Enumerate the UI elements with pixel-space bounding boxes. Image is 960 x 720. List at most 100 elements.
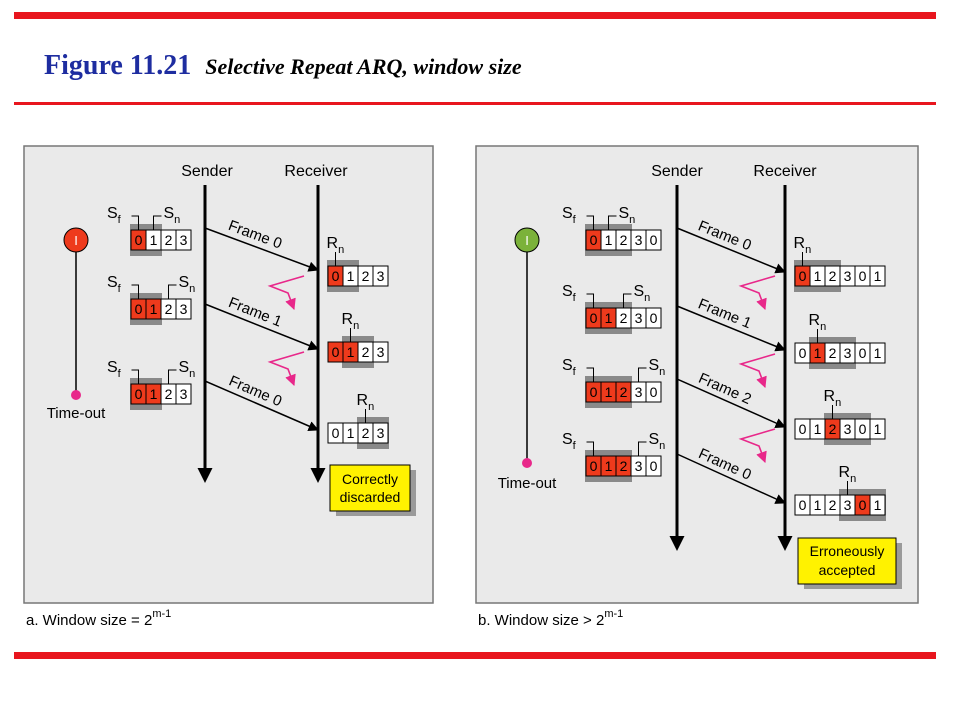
- seq-slot: [175, 298, 192, 320]
- sf-pointer: [131, 284, 139, 299]
- seq-number: 1: [814, 421, 822, 437]
- sf-pointer: [586, 367, 594, 382]
- panel-a-timer-label: I: [74, 233, 78, 248]
- rn-label: Rn: [357, 392, 375, 413]
- seq-number: 1: [347, 268, 355, 284]
- panel-b-receiver-label: Receiver: [753, 163, 817, 180]
- seq-slot: [645, 455, 662, 477]
- panel-b-timeout-dot-icon: [522, 458, 532, 468]
- seq-number: 3: [377, 344, 385, 360]
- seq-number: 2: [620, 310, 628, 326]
- seq-number: 2: [362, 268, 370, 284]
- panel-a-caption-sup: m-1: [152, 608, 171, 620]
- lost-ack-arrow: [738, 275, 776, 311]
- seq-number: 1: [150, 232, 158, 248]
- seq-number: 2: [362, 425, 370, 441]
- sn-pointer: [623, 293, 632, 308]
- seq-number: 1: [814, 345, 822, 361]
- panel-b-note-line1: Erroneously: [810, 543, 885, 559]
- seq-number: 0: [859, 497, 867, 513]
- seq-slot: [175, 383, 192, 405]
- seq-number: 3: [635, 458, 643, 474]
- figure-title: Selective Repeat ARQ, window size: [205, 54, 522, 79]
- seq-number: 1: [874, 421, 882, 437]
- seq-number: 2: [620, 232, 628, 248]
- seq-number: 3: [377, 425, 385, 441]
- rn-label: Rn: [824, 388, 842, 409]
- sn-pointer: [153, 215, 162, 230]
- panel-a-note-line1: Correctly: [342, 471, 398, 487]
- title-underline: [14, 102, 936, 105]
- seq-number: 2: [829, 421, 837, 437]
- seq-slot: [869, 494, 886, 516]
- seq-number: 1: [605, 384, 613, 400]
- seq-number: 2: [362, 344, 370, 360]
- seq-number: 2: [620, 384, 628, 400]
- panel-a-caption-main: a. Window size = 2: [26, 612, 152, 629]
- sn-pointer: [168, 369, 177, 384]
- sn-label: Sn: [649, 431, 666, 452]
- seq-number: 1: [605, 310, 613, 326]
- seq-number: 2: [829, 497, 837, 513]
- seq-number: 2: [165, 301, 173, 317]
- figure-number: Figure 11.21: [44, 50, 192, 81]
- seq-number: 0: [859, 268, 867, 284]
- panel-a-note-line2: discarded: [340, 489, 401, 505]
- seq-number: 2: [165, 386, 173, 402]
- seq-number: 2: [829, 345, 837, 361]
- sf-pointer: [586, 293, 594, 308]
- frame-arrow: [676, 227, 786, 274]
- panel-a-note: [329, 464, 411, 512]
- seq-number: 0: [799, 345, 807, 361]
- rn-label: Rn: [809, 312, 827, 333]
- sf-label: Sf: [107, 205, 122, 226]
- seq-slot: [175, 229, 192, 251]
- seq-number: 1: [814, 268, 822, 284]
- panel-b-caption-main: b. Window size > 2: [478, 612, 604, 629]
- lost-ack-arrow: [267, 275, 305, 311]
- seq-number: 1: [347, 344, 355, 360]
- seq-slot: [869, 418, 886, 440]
- top-rule: [14, 12, 936, 19]
- seq-number: 0: [135, 386, 143, 402]
- seq-number: 3: [844, 345, 852, 361]
- panel-b-timer-start-icon: [514, 227, 540, 253]
- panel-a-timer-start-icon: [63, 227, 89, 253]
- rn-label: Rn: [839, 464, 857, 485]
- panel-a-sender-label: Sender: [181, 163, 233, 180]
- panel-b-sender-label: Sender: [651, 163, 703, 180]
- frame-arrow: [204, 380, 319, 432]
- seq-number: 2: [165, 232, 173, 248]
- seq-number: 1: [150, 386, 158, 402]
- seq-slot: [372, 341, 389, 363]
- seq-number: 0: [590, 310, 598, 326]
- panel-a-receiver-label: Receiver: [284, 163, 348, 180]
- sn-label: Sn: [619, 205, 636, 226]
- seq-slot: [645, 229, 662, 251]
- panel-a-frame: [23, 145, 434, 604]
- panel-b-timer-label: I: [525, 233, 529, 248]
- seq-number: 0: [135, 301, 143, 317]
- seq-number: 0: [650, 384, 658, 400]
- sf-label: Sf: [562, 431, 577, 452]
- frame-arrow: [676, 453, 786, 504]
- seq-number: 3: [844, 421, 852, 437]
- seq-number: 3: [844, 268, 852, 284]
- sn-label: Sn: [164, 205, 181, 226]
- sn-label: Sn: [179, 274, 196, 295]
- sn-pointer: [608, 215, 617, 230]
- seq-number: 1: [874, 497, 882, 513]
- seq-slot: [645, 307, 662, 329]
- lost-ack-arrow: [267, 351, 305, 387]
